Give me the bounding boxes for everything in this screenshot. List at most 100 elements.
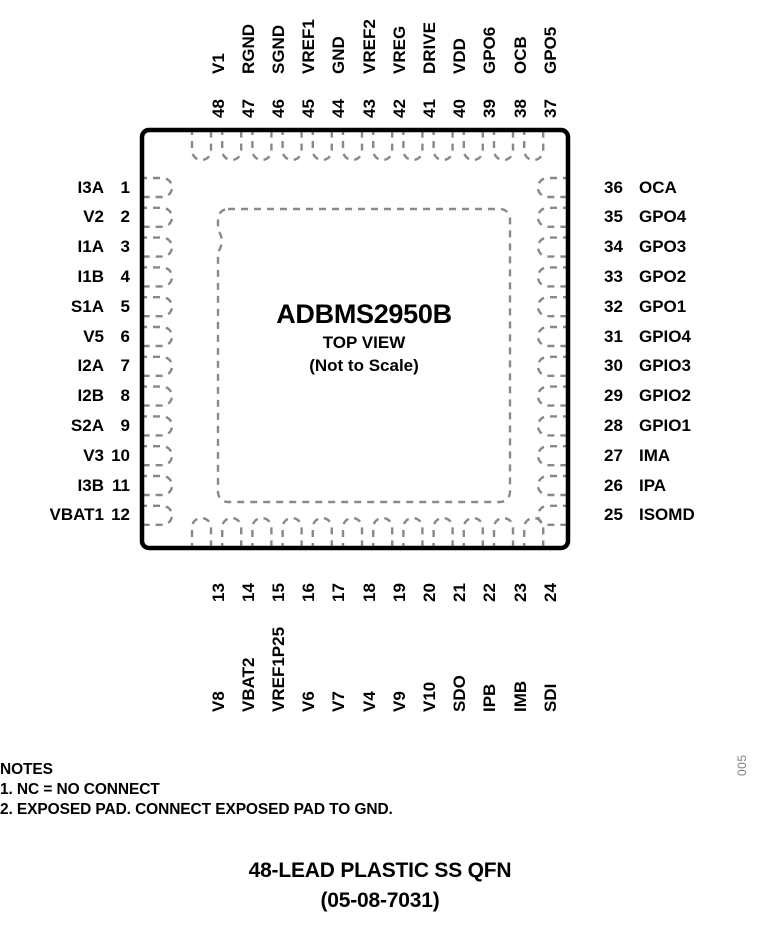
pin-pad-12 [140, 504, 174, 526]
pin-pad-44 [311, 128, 333, 162]
pin-name-13: V8 [208, 691, 228, 712]
pin-name-5: S1A [70, 296, 104, 316]
pin-number-12: 12 [111, 505, 130, 525]
caption-line-1: 48-LEAD PLASTIC SS QFN [248, 859, 512, 882]
pin-number-31: 31 [604, 326, 623, 346]
pin-number-19: 19 [389, 583, 409, 602]
pin-pad-9 [140, 415, 174, 437]
pin-label-9: S2A 9 [0, 417, 130, 434]
pin-number-17: 17 [329, 583, 349, 602]
pin-name-28: GPIO1 [639, 415, 691, 435]
pin-number-11: 11 [112, 475, 130, 495]
notes-block: NOTES 1. NC = NO CONNECT 2. EXPOSED PAD.… [0, 760, 393, 819]
pin-name-3: I1A [77, 237, 104, 257]
pin-number-9: 9 [120, 415, 130, 435]
pin-pad-46 [251, 128, 273, 162]
pin-pad-10 [140, 445, 174, 467]
pin-name-23: IMB [510, 680, 530, 712]
pin-pad-2 [140, 206, 174, 228]
pin-label-2: V2 2 [0, 208, 130, 225]
pin-pad-26 [536, 474, 570, 497]
pin-pad-1 [140, 176, 174, 199]
pin-number-22: 22 [480, 583, 500, 602]
pin-name-34: GPO3 [639, 237, 687, 257]
pin-name-22: IPB [480, 683, 500, 712]
pin-number-44: 44 [329, 99, 349, 118]
pin-name-11: I3B [77, 475, 104, 495]
pin-pad-7 [140, 355, 174, 377]
pin-name-17: V7 [329, 691, 349, 712]
pin-number-34: 34 [604, 237, 623, 257]
pin-name-43: VREF2 [359, 19, 379, 74]
pin-pad-38 [492, 128, 515, 162]
pin-number-13: 13 [208, 583, 228, 602]
package-body-outline [139, 127, 571, 551]
pin-name-2: V2 [83, 207, 104, 227]
pin-name-20: V10 [419, 681, 439, 712]
pin-name-39: GPO6 [480, 26, 500, 74]
pin-name-4: I1B [77, 266, 104, 286]
pin-pad-42 [372, 128, 394, 162]
caption-line-2: (05-08-7031) [320, 889, 440, 913]
pin-pad-16 [281, 516, 303, 550]
pin-label-3: I1A 3 [0, 238, 130, 255]
pin-pad-3 [140, 236, 174, 258]
pin-pad-22 [462, 516, 484, 550]
pin-number-28: 28 [604, 415, 623, 435]
pin-name-32: GPO1 [639, 296, 687, 316]
pin-name-9: S2A [70, 415, 104, 435]
pin-name-7: I2A [77, 356, 104, 376]
pin-pad-45 [281, 128, 303, 162]
pin-name-42: VREG [389, 25, 409, 74]
pin-number-48: 48 [208, 99, 228, 118]
pin-label-28: 28 GPIO1 [604, 417, 691, 434]
pin-number-29: 29 [604, 386, 623, 406]
note-item-1: 1. NC = NO CONNECT [0, 780, 160, 798]
pin-name-45: VREF1 [299, 19, 319, 74]
pin-number-2: 2 [120, 207, 130, 227]
pin-pad-47 [221, 128, 243, 162]
pin-pad-8 [140, 385, 174, 407]
figure-id: 005 [735, 754, 749, 776]
pin-pad-6 [140, 325, 174, 348]
pin-name-44: GND [329, 36, 349, 74]
pin-pad-34 [536, 236, 570, 258]
pin-name-25: ISOMD [639, 505, 695, 525]
exposed-pad-outline [216, 207, 512, 504]
pin-pad-35 [536, 206, 570, 228]
pin-name-30: GPIO3 [639, 356, 691, 376]
pin-number-1: 1 [120, 177, 130, 197]
pin-number-3: 3 [120, 237, 130, 257]
pin-pad-36 [536, 176, 570, 199]
pin-pad-40 [432, 128, 454, 162]
package-outline-svg [139, 127, 571, 551]
pin-name-16: V6 [299, 691, 319, 712]
pin-pad-14 [221, 516, 243, 550]
pin-pad-17 [311, 516, 333, 550]
pin-number-20: 20 [419, 583, 439, 602]
pin-number-43: 43 [359, 99, 379, 118]
pin-pad-25 [536, 504, 570, 526]
pin-number-42: 42 [389, 99, 409, 118]
pin-number-41: 41 [419, 99, 439, 118]
pin-name-36: OCA [639, 177, 677, 197]
pin-pad-37 [523, 128, 545, 162]
pin-number-24: 24 [540, 583, 560, 602]
pin-name-21: SDO [450, 675, 470, 712]
pin-pad-13 [190, 516, 213, 550]
pin-number-46: 46 [268, 99, 288, 118]
pin-label-34: 34 GPO3 [604, 238, 686, 255]
pin-number-37: 37 [540, 99, 560, 118]
pin-pad-48 [190, 128, 213, 162]
